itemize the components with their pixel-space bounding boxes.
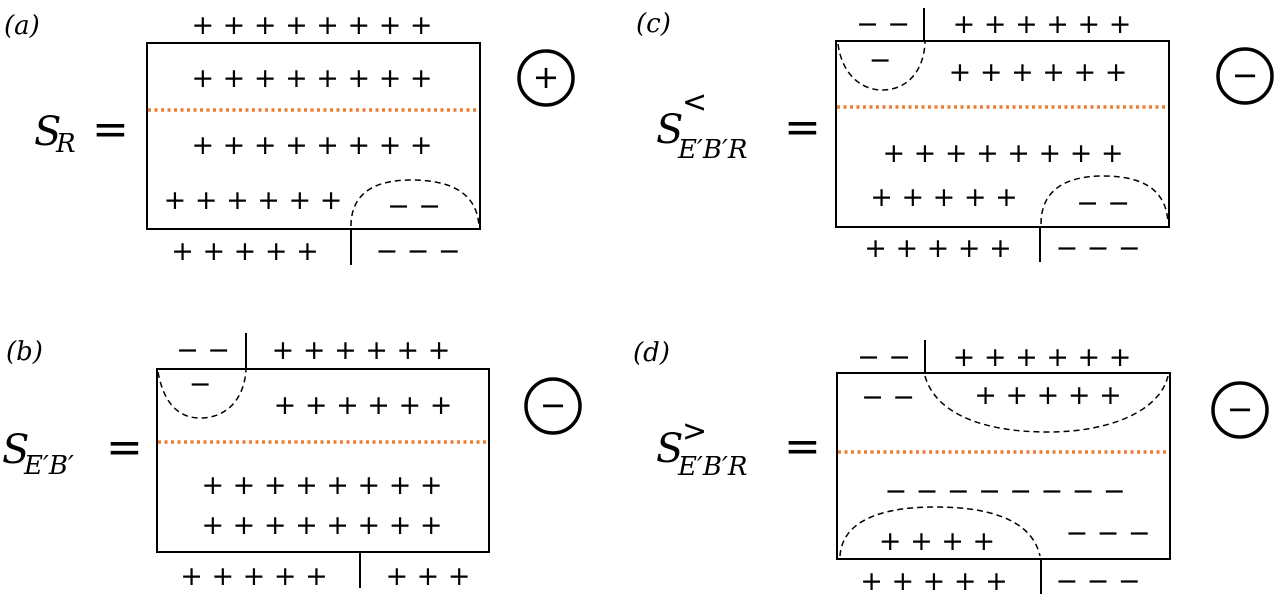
inside-row: + + + + + + + + — [201, 470, 442, 501]
top-left-signs: − − — [176, 335, 230, 366]
formula-symbol: S — [2, 427, 29, 473]
bottom-left-signs: + + + + + — [180, 561, 327, 592]
panel-label: (a) — [4, 11, 40, 41]
inside-top-left: − — [869, 45, 892, 76]
formula-symbol: S — [656, 426, 683, 472]
inside-bottom-left: + + + + — [879, 526, 995, 557]
bottom-left-signs: + + + + + — [864, 233, 1011, 264]
overall-sign: − — [540, 386, 567, 424]
diagram-box — [146, 42, 481, 230]
inside-top-right: + + + + + + — [949, 57, 1128, 88]
inside-mid-right: − − − — [1065, 518, 1150, 549]
minus-badge — [1216, 47, 1274, 105]
top-left-signs: − − — [857, 342, 911, 373]
inside-bottom-right: − − — [1076, 188, 1130, 219]
inside-bottom-left: + + + + + — [870, 182, 1017, 213]
inside-row: + + + + + + + + — [191, 63, 432, 94]
overall-sign: + — [533, 58, 560, 96]
minus-badge — [524, 377, 582, 435]
inside-bottom-right: − − — [387, 191, 441, 222]
formula-symbol: S — [656, 107, 683, 153]
panel-b: (b) − − + + + + + + S E′B′ = − + + + + +… — [2, 333, 582, 592]
inside-top-right: + + + + + + — [274, 390, 453, 421]
inside-row: + + + + + + + + — [882, 138, 1123, 169]
bottom-left-signs: + + + + + — [171, 236, 318, 267]
equals-sign: = — [92, 104, 129, 155]
formula-superscript: > — [682, 414, 707, 449]
panel-a: (a) + + + + + + + + S R = + + + + + + + … — [4, 10, 575, 267]
formula-subscript: E′B′R — [677, 452, 747, 482]
inside-top-right: + + + + + — [974, 380, 1121, 411]
dashed-region — [350, 179, 480, 227]
inside-top-left: − — [189, 369, 212, 400]
bottom-right-signs: − − − — [375, 236, 460, 267]
formula-symbol: S — [34, 109, 61, 155]
dashed-region — [837, 41, 926, 91]
dashed-region — [924, 375, 1169, 433]
overall-sign: − — [1227, 390, 1254, 428]
panel-label: (c) — [636, 9, 671, 39]
formula-subscript: R — [55, 129, 76, 159]
top-right-signs: + + + + + + — [953, 342, 1132, 373]
equals-sign: = — [106, 422, 143, 473]
diagram-box — [836, 372, 1171, 560]
panel-label: (b) — [6, 337, 43, 367]
inside-row: − − − − − − − − — [884, 476, 1125, 507]
inside-top-left: − − — [861, 382, 915, 413]
overall-sign: − — [1232, 56, 1259, 94]
top-right-signs: + + + + + + — [953, 9, 1132, 40]
bottom-right-signs: − − − — [1055, 566, 1140, 597]
panel-c: (c) − − + + + + + + S < E′B′R = − + + + … — [636, 8, 1274, 264]
diagram-box — [835, 40, 1170, 228]
bottom-right-signs: − − − — [1055, 233, 1140, 264]
bottom-right-signs: + + + — [385, 561, 470, 592]
dashed-region — [839, 506, 1041, 557]
formula-superscript: < — [682, 85, 707, 120]
top-signs: + + + + + + + + — [191, 10, 432, 41]
formula-subscript: E′B′R — [677, 135, 747, 165]
dashed-region — [1040, 175, 1169, 225]
formula-subscript: E′B′ — [23, 451, 74, 481]
top-left-signs: − − — [856, 9, 910, 40]
bottom-left-signs: + + + + + — [860, 566, 1007, 597]
inside-row: + + + + + + + + — [201, 510, 442, 541]
panel-label: (d) — [633, 338, 670, 368]
panel-d: (d) − − + + + + + + S > E′B′R = − − + + … — [633, 338, 1269, 597]
plus-badge — [517, 49, 575, 107]
equals-sign: = — [784, 102, 821, 153]
top-right-signs: + + + + + + — [272, 335, 451, 366]
equals-sign: = — [784, 421, 821, 472]
inside-row: + + + + + + + + — [191, 130, 432, 161]
diagram-box — [156, 368, 490, 553]
minus-badge — [1211, 381, 1269, 439]
inside-bottom-left: + + + + + + — [164, 185, 343, 216]
